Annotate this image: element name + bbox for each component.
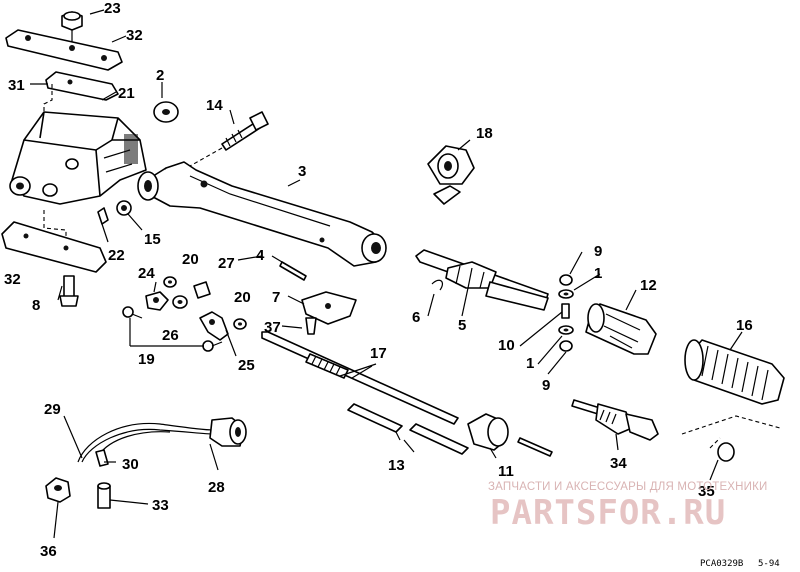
callout-19: 19 (138, 351, 155, 368)
callout-1-top: 1 (594, 265, 602, 282)
part-23-nut (61, 11, 83, 31)
callout-29: 29 (44, 401, 61, 418)
drawing-date: 5-94 (758, 559, 780, 569)
callout-17: 17 (370, 345, 387, 362)
callout-23: 23 (104, 0, 121, 17)
callout-37: 37 (264, 319, 281, 336)
callout-35: 35 (698, 483, 715, 500)
part-31-plate (45, 71, 119, 101)
part-15-nut (116, 200, 132, 216)
callout-6: 6 (412, 309, 420, 326)
callout-18: 18 (476, 125, 493, 142)
part-21-swivel-bracket (9, 111, 147, 205)
callout-32-lower: 32 (4, 271, 21, 288)
callout-26: 26 (162, 327, 179, 344)
part-14-bolt (221, 111, 269, 151)
part-13-sleeve-a (347, 403, 403, 433)
drawing-code: PCA0329B (700, 559, 743, 569)
part-12-grip-sleeve (585, 303, 657, 355)
callout-20-b: 20 (234, 289, 251, 306)
part-30-terminal (95, 449, 109, 467)
callout-15: 15 (144, 231, 161, 248)
part-18-friction-clamp (427, 145, 475, 205)
callout-33: 33 (152, 497, 169, 514)
part-22-screw (97, 207, 109, 225)
part-7-bracket (301, 291, 357, 325)
part-25-lever (199, 311, 229, 341)
callout-13: 13 (388, 457, 405, 474)
part-9-nut-bottom (559, 340, 573, 352)
callout-14: 14 (206, 97, 223, 114)
part-10-pin (561, 303, 570, 319)
part-37-screw (305, 317, 317, 335)
part-28-harness (77, 417, 247, 463)
part-24-link (145, 291, 169, 311)
callout-28: 28 (208, 479, 225, 496)
part-1-washer-top (558, 289, 574, 299)
callout-2: 2 (156, 67, 164, 84)
part-35-cap (717, 442, 735, 462)
callout-24: 24 (138, 265, 155, 282)
watermark-brand: PARTSFOR.RU (490, 493, 726, 533)
part-6-pin (431, 279, 444, 291)
part-3-steering-arm (137, 161, 387, 267)
watermark-subtitle: ЗАПЧАСТИ И АКСЕССУАРЫ ДЛЯ МОТОТЕХНИКИ (488, 481, 768, 493)
part-2-washer (153, 101, 179, 123)
part-1-washer-bottom (558, 325, 574, 335)
callout-25: 25 (238, 357, 255, 374)
callout-27: 27 (218, 255, 235, 272)
part-19-screw-b (202, 340, 223, 352)
part-34-stop-switch (571, 399, 659, 441)
callout-11: 11 (498, 463, 514, 480)
part-26-washer (172, 295, 188, 309)
callout-10: 10 (498, 337, 515, 354)
part-33-cap (97, 482, 111, 509)
part-16-grip (684, 339, 785, 405)
callout-9-top: 9 (594, 243, 602, 260)
part-19-screw-a (122, 306, 143, 319)
callout-7: 7 (272, 289, 280, 306)
callout-4: 4 (256, 247, 265, 264)
callout-36: 36 (40, 543, 57, 560)
callout-32-upper: 32 (126, 27, 143, 44)
part-11-handle-core (467, 413, 509, 451)
part-27-clip (193, 281, 211, 299)
part-36-nut (45, 477, 71, 503)
callout-31: 31 (8, 77, 25, 94)
callout-21: 21 (118, 85, 135, 102)
part-32-lower-plate (1, 221, 107, 273)
callout-20-a: 20 (182, 251, 199, 268)
callout-16: 16 (736, 317, 753, 334)
callout-30: 30 (122, 456, 139, 473)
part-8-bolt (59, 275, 79, 307)
part-20-washer-b (233, 318, 247, 330)
callout-5: 5 (458, 317, 466, 334)
part-13-sleeve-b (409, 423, 469, 455)
part-4-pin (279, 261, 307, 281)
part-17-throttle-shaft (261, 331, 553, 457)
callout-8: 8 (32, 297, 40, 314)
callout-3: 3 (298, 163, 306, 180)
callout-12: 12 (640, 277, 657, 294)
part-32-upper-plate (5, 29, 123, 71)
part-5-throttle-tube (415, 249, 549, 311)
part-20-washer-a (163, 276, 177, 288)
callout-22: 22 (108, 247, 125, 264)
callout-1-bottom: 1 (526, 355, 534, 372)
part-9-nut-top (559, 274, 573, 286)
callout-34: 34 (610, 455, 627, 472)
callout-9-bottom: 9 (542, 377, 550, 394)
